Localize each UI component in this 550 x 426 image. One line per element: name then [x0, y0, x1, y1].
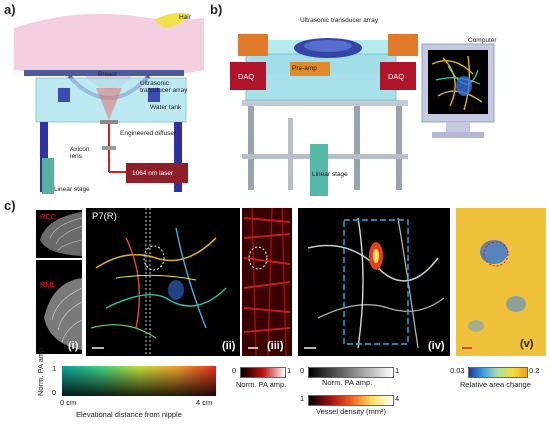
depth-colorbar [62, 366, 216, 396]
sub-ii-label: (ii) [222, 340, 236, 352]
mammogram-rml [36, 260, 83, 354]
density-cb-label: Vessel density (mm²) [316, 407, 387, 416]
area-cb-min: 0.03 [450, 366, 465, 375]
daq-left-label: DAQ [238, 72, 255, 81]
water-tank-label: Water tank [150, 104, 182, 111]
panel-b-diagram [230, 34, 495, 196]
daq-right-label: DAQ [388, 72, 405, 81]
sub-iii-label: (iii) [267, 340, 284, 352]
mammogram-rcc [36, 210, 83, 258]
rcc-label: RCC [40, 212, 57, 221]
gray-colorbar [308, 367, 394, 378]
axicon-label: Axicon lens [70, 146, 90, 160]
gray-cb-min: 0 [300, 366, 305, 375]
linear-stage-b-label: Linear stage [312, 171, 348, 178]
diffuser-label: Engineered diffuser [120, 130, 177, 137]
panel-c-label: c) [4, 198, 16, 213]
depth-cb-axis-title: Norm. PA amp. [36, 345, 45, 396]
red-cb-label: Norm. PA amp. [236, 380, 287, 389]
area-cb-label: Relative area change [460, 380, 531, 389]
density-cb-max: 4 [395, 394, 400, 403]
gray-cb-max: 1 [395, 366, 400, 375]
density-cb-min: 1 [300, 394, 305, 403]
gray-cb-label: Norm. PA amp. [322, 378, 373, 387]
red-cb-max: 1 [287, 366, 292, 375]
red-cb-min: 0 [232, 366, 237, 375]
panel-a-label: a) [4, 2, 16, 17]
transducer-label: Ultrasonic transducer array [140, 80, 188, 94]
breast-label: Breast [98, 71, 117, 78]
preamp-label: Pre-amp [292, 65, 317, 72]
red-colorbar [240, 367, 286, 378]
depth-cb-left: 0 cm [60, 398, 77, 407]
panel-a-diagram [14, 12, 204, 194]
image-iii-cross-section [242, 207, 292, 357]
laser-label: 1064 nm laser [132, 170, 174, 177]
sub-i-label: (i) [68, 340, 79, 352]
area-cb-max: 0.2 [529, 366, 540, 375]
depth-cb-top: 1 [52, 364, 57, 373]
depth-cb-xlabel: Elevational distance from nipple [76, 410, 182, 419]
rml-label: RML [40, 280, 56, 289]
computer-label: Computer [468, 37, 497, 44]
transducer-b-label: Ultrasonic transducer array [300, 17, 379, 24]
sub-v-label: (v) [520, 338, 534, 350]
area-colorbar [468, 367, 528, 378]
patient-id-label: P7(R) [92, 211, 117, 222]
depth-cb-right: 4 cm [196, 398, 213, 407]
image-ii-depth-encoded [86, 208, 240, 356]
image-v-area-change [456, 208, 546, 356]
depth-cb-bottom: 0 [52, 388, 57, 397]
sub-iv-label: (iv) [428, 340, 445, 352]
linear-stage-a-label: Linear stage [54, 186, 90, 193]
density-colorbar [308, 395, 394, 406]
panel-b-label: b) [210, 2, 223, 17]
hair-label: Hair [179, 14, 191, 21]
image-iv-vessel-density [298, 208, 450, 356]
